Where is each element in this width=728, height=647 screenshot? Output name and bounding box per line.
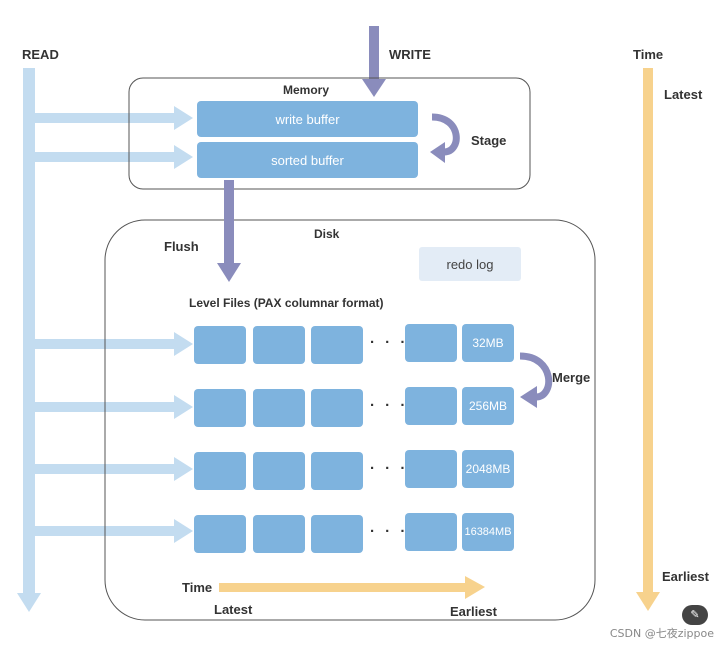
file-block [253, 515, 305, 553]
file-block [194, 326, 246, 364]
file-block [194, 452, 246, 490]
file-block [311, 389, 363, 427]
ellipsis: · · · [370, 334, 409, 351]
merge-arrow [519, 352, 553, 401]
write-arrow [362, 26, 386, 97]
file-block [311, 452, 363, 490]
memory-container [128, 77, 531, 190]
latest-label-right: Latest [664, 87, 703, 102]
file-block [194, 515, 246, 553]
sorted-buffer-box: sorted buffer [197, 142, 418, 178]
disk-title: Disk [314, 227, 340, 241]
ellipsis: · · · [370, 397, 409, 414]
file-block [405, 450, 457, 488]
file-block [311, 515, 363, 553]
time-label-bottom: Time [182, 580, 213, 595]
write-label: WRITE [389, 47, 431, 62]
level-size-badge: 256MB [462, 387, 514, 425]
earliest-label-right: Earliest [662, 569, 709, 584]
latest-label-bottom: Latest [214, 602, 253, 617]
flush-arrow [217, 180, 241, 282]
merge-arrowhead [520, 386, 537, 408]
file-block [253, 389, 305, 427]
level-files-title: Level Files (PAX columnar format) [189, 296, 384, 310]
file-block [405, 387, 457, 425]
file-block [311, 326, 363, 364]
read-label: READ [22, 47, 59, 62]
read-arrow [17, 68, 41, 612]
disk-container [104, 219, 596, 621]
memory-title: Memory [283, 83, 330, 97]
file-block [253, 326, 305, 364]
redo-log-box: redo log [419, 247, 521, 281]
file-block [253, 452, 305, 490]
bottom-time-arrow [219, 576, 485, 599]
level-size-badge: 16384MB [462, 513, 514, 551]
read-branch-arrows [35, 106, 193, 543]
ellipsis: · · · [370, 460, 409, 477]
stage-arrow [431, 113, 460, 156]
merge-label: Merge [552, 370, 591, 385]
stage-arrowhead [430, 142, 445, 163]
time-axis-label: Time [633, 47, 664, 62]
watermark-text: CSDN @七夜zippoe [609, 627, 714, 640]
file-block [405, 324, 457, 362]
earliest-label-bottom: Earliest [450, 604, 497, 619]
level-size-badge: 2048MB [462, 450, 514, 488]
stage-label: Stage [471, 133, 507, 148]
watermark-logo-icon: ✎ [682, 605, 708, 625]
flush-label: Flush [164, 239, 199, 254]
level-size-badge: 32MB [462, 324, 514, 362]
time-axis-arrow [636, 68, 660, 611]
file-block [194, 389, 246, 427]
file-block [405, 513, 457, 551]
ellipsis: · · · [370, 523, 409, 540]
write-buffer-box: write buffer [197, 101, 418, 137]
